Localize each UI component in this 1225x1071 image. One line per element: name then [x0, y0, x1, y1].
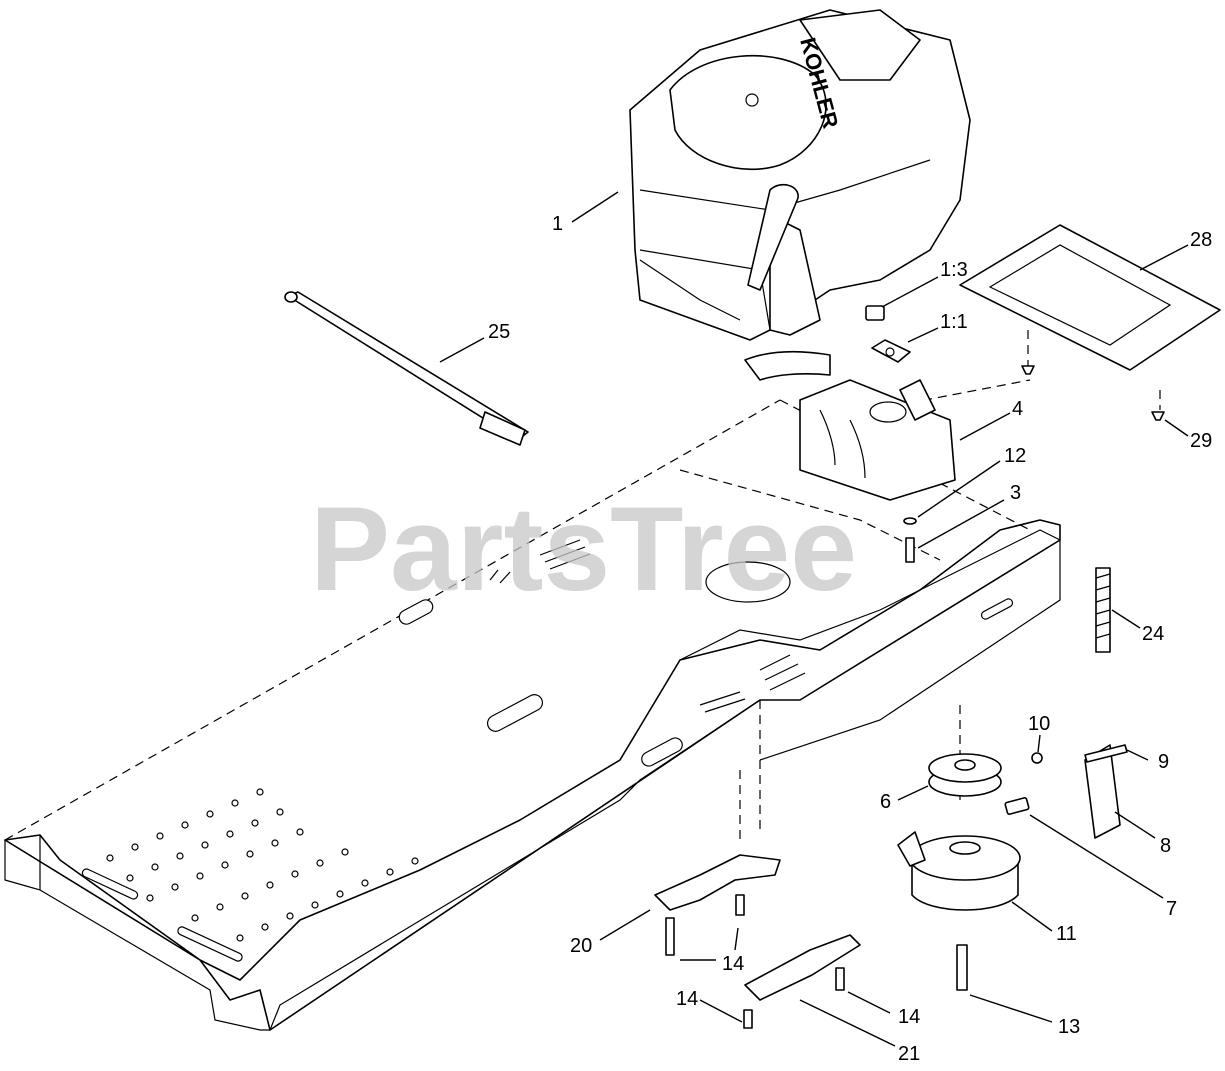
exhaust-gasket: [871, 339, 911, 363]
pulley: [928, 753, 1002, 797]
bolt-3: [905, 537, 915, 563]
bracket-20: [654, 854, 781, 911]
callout-13: 13: [1058, 1016, 1080, 1038]
screw-29-b: [1021, 365, 1035, 375]
bolt-14-c: [835, 967, 845, 991]
bracket-21: [744, 934, 861, 1001]
clutch: [897, 831, 1021, 911]
bolt-13: [956, 944, 968, 991]
callout-24: 24: [1142, 623, 1164, 645]
watermark: PartsTree: [310, 482, 857, 616]
rod: [284, 291, 529, 446]
muffler: [744, 350, 956, 501]
callout-1: 1: [552, 213, 563, 235]
screw-29: [1151, 411, 1165, 421]
bolt-14-d: [743, 1009, 753, 1029]
callout-20: 20: [570, 935, 592, 957]
callouts: 1 1:3 1:1 28 25 4 29 12 3 24 10 9 6 8 7 …: [488, 213, 1212, 1065]
callout-1-3: 1:3: [940, 259, 968, 281]
bolt-9: [1084, 744, 1128, 763]
callout-12: 12: [1004, 445, 1026, 467]
frame-holes: [106, 788, 419, 942]
callout-14-c: 14: [898, 1006, 920, 1028]
bolt-14-b: [735, 894, 745, 916]
bracket: [1084, 744, 1121, 839]
spacer-1-3: [865, 305, 885, 321]
callout-1-1: 1:1: [940, 311, 968, 333]
callout-6: 6: [880, 791, 891, 813]
callout-14-a: 14: [722, 953, 744, 975]
callout-28: 28: [1190, 229, 1212, 251]
engine: KOHLER: [629, 9, 971, 341]
callout-9: 9: [1158, 751, 1169, 773]
washer-12: [903, 517, 917, 525]
callout-25: 25: [488, 321, 510, 343]
callout-21: 21: [898, 1043, 920, 1065]
callout-3: 3: [1010, 482, 1021, 504]
callout-11: 11: [1056, 923, 1077, 945]
callout-7: 7: [1166, 898, 1177, 920]
nut-10: [1031, 752, 1043, 764]
callout-14-b: 14: [676, 988, 698, 1010]
callout-29: 29: [1190, 430, 1212, 452]
callout-10: 10: [1028, 713, 1050, 735]
leader-lines: [439, 191, 1189, 1047]
spacer-7: [1004, 797, 1030, 815]
callout-8: 8: [1160, 835, 1171, 857]
heat-shield-plate: [959, 224, 1221, 371]
bolt-14-a: [665, 917, 675, 956]
frame-chassis: [4, 330, 1161, 1031]
spring: [1095, 567, 1111, 653]
callout-4: 4: [1012, 398, 1023, 420]
